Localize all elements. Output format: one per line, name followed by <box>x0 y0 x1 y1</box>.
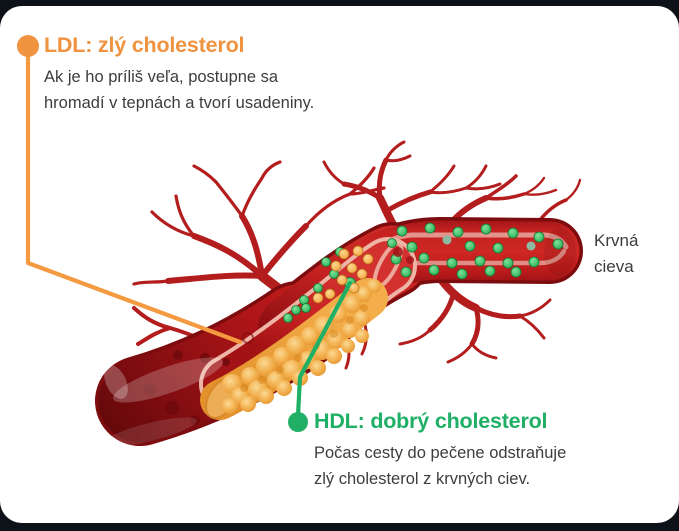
hdl-description: Počas cesty do pečene odstraňuje zlý cho… <box>314 440 566 492</box>
artery-branches-lower-right <box>398 274 552 364</box>
ldl-connector <box>17 35 243 345</box>
red-blood-cells <box>393 247 414 264</box>
ldl-title: LDL: zlý cholesterol <box>44 33 245 57</box>
cholesterol-plaque <box>200 278 388 420</box>
vessel-cap-texture <box>103 228 576 447</box>
vessel-label-line-1: Krvná <box>594 231 639 250</box>
ldl-particles <box>312 245 374 304</box>
hdl-particles-faded <box>442 235 536 251</box>
hdl-connector <box>288 280 353 432</box>
ldl-description-line-2: hromadí v tepnách a tvorí usadeniny. <box>44 94 315 112</box>
artery-branches-upper-right <box>447 174 582 227</box>
ldl-description-line-1: Ak je ho príliš veľa, postupne sa <box>44 68 279 86</box>
ldl-marker-dot <box>17 35 39 57</box>
hdl-description-line-1: Počas cesty do pečene odstraňuje <box>314 444 567 462</box>
hdl-particles <box>283 222 564 323</box>
infographic-card: LDL: zlý cholesterol Ak je ho príliš veľ… <box>0 6 679 523</box>
ldl-connector-line <box>25 43 243 345</box>
artery-branches-top <box>322 140 502 234</box>
hdl-description-line-2: zlý cholesterol z krvných ciev. <box>314 470 531 488</box>
vessel-label: Krvná cieva <box>594 228 638 280</box>
hdl-callout: HDL: dobrý cholesterol Počas cesty do pe… <box>314 409 566 492</box>
vessel-label-line-2: cieva <box>594 257 634 276</box>
hdl-connector-line <box>295 280 353 419</box>
hdl-title: HDL: dobrý cholesterol <box>314 409 548 433</box>
hdl-marker-dot <box>288 412 308 432</box>
ldl-callout: LDL: zlý cholesterol Ak je ho príliš veľ… <box>44 33 314 116</box>
artery-illustration <box>17 35 583 447</box>
ldl-description: Ak je ho príliš veľa, postupne sa hromad… <box>44 64 314 116</box>
